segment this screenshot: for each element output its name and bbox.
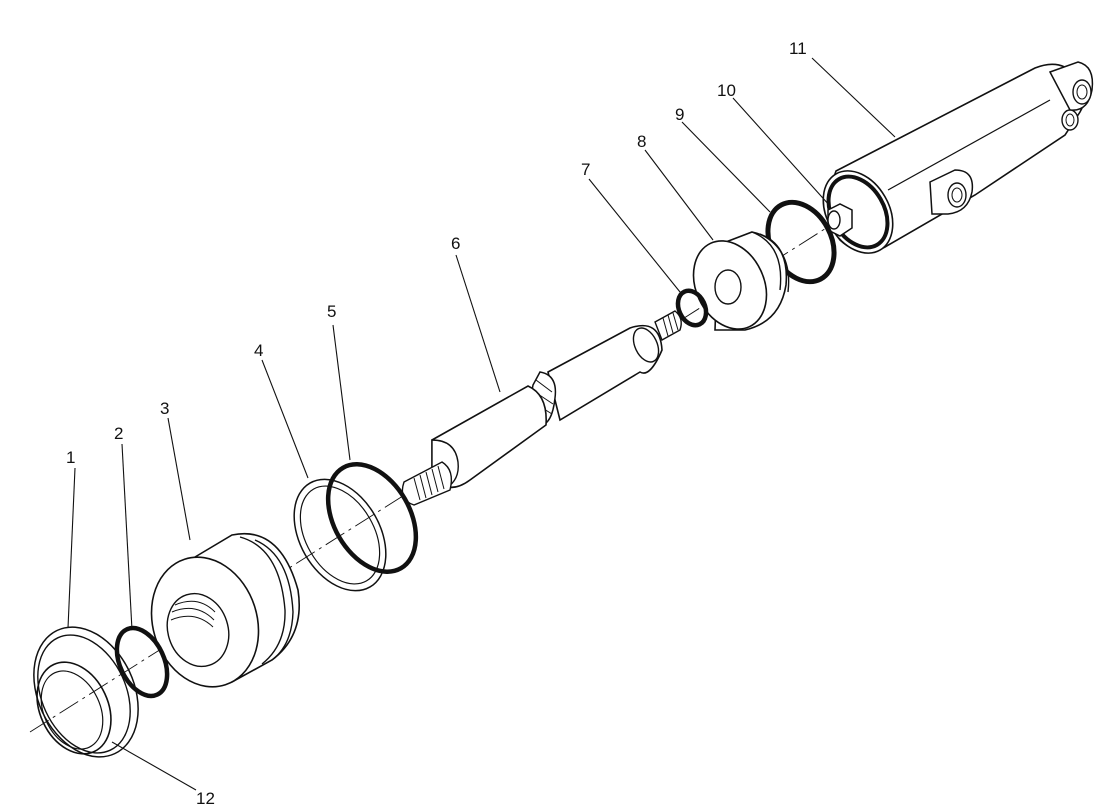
wiper-seal-part-1 bbox=[33, 626, 139, 758]
o-ring-part-2 bbox=[114, 625, 170, 699]
o-ring-part-5 bbox=[325, 462, 419, 574]
callout-9: 9 bbox=[675, 105, 684, 124]
backup-ring-part-4 bbox=[293, 478, 387, 592]
gland-part-3 bbox=[150, 533, 300, 688]
piston-rod-part-6 bbox=[401, 310, 682, 506]
callout-12: 12 bbox=[196, 789, 215, 808]
callout-10: 10 bbox=[717, 81, 736, 100]
leader-lines bbox=[67, 57, 896, 791]
callout-4: 4 bbox=[254, 341, 263, 360]
callout-7: 7 bbox=[581, 160, 590, 179]
callout-2: 2 bbox=[114, 424, 123, 443]
callout-6: 6 bbox=[451, 234, 460, 253]
cylinder-body-part-11 bbox=[822, 61, 1094, 254]
callout-11: 11 bbox=[789, 39, 807, 58]
callout-labels: 1 2 3 4 5 6 7 8 9 10 11 12 bbox=[66, 39, 807, 808]
callout-5: 5 bbox=[327, 302, 336, 321]
o-ring-part-7 bbox=[675, 288, 709, 328]
callout-8: 8 bbox=[637, 132, 646, 151]
piston-part-8 bbox=[692, 231, 790, 331]
callout-1: 1 bbox=[66, 448, 75, 467]
callout-3: 3 bbox=[160, 399, 169, 418]
